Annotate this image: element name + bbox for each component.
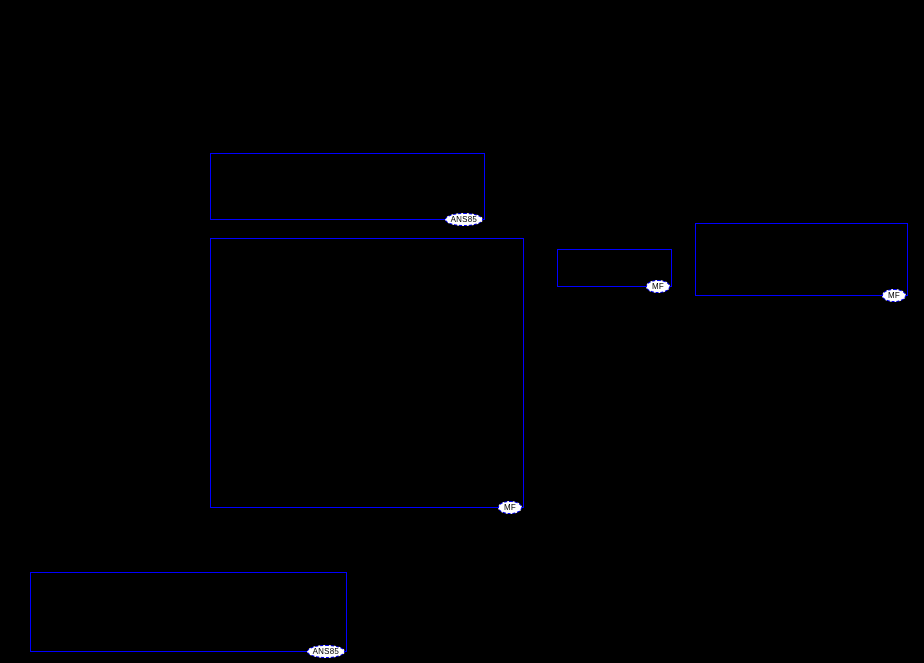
syntax-box-1: ANS85 (210, 153, 485, 226)
syntax-box-3: MF (557, 249, 672, 293)
dialect-badge-mf: MF (646, 280, 670, 293)
syntax-box-4: MF (695, 223, 908, 302)
dialect-badge-mf: MF (882, 289, 906, 302)
dialect-badge-ans85: ANS85 (444, 213, 483, 226)
syntax-box-5: ANS85 (30, 572, 347, 658)
syntax-box-2: MF (210, 238, 524, 514)
dialect-badge-ans85: ANS85 (306, 645, 345, 658)
dialect-badge-mf: MF (498, 501, 522, 514)
